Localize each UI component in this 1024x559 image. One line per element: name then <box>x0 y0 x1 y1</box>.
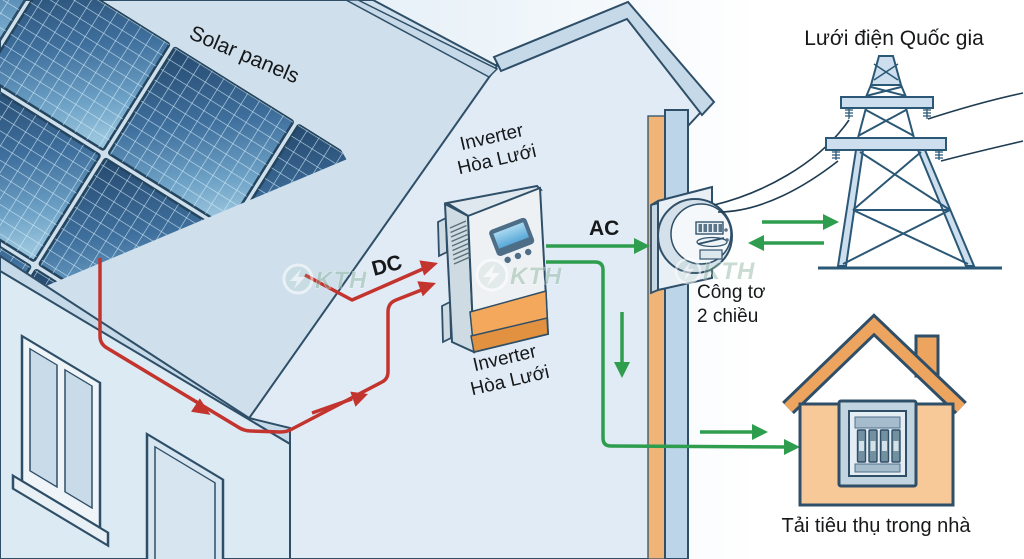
grid-wire-3 <box>927 92 1024 120</box>
dc-arrowhead-4 <box>350 391 368 407</box>
watermark-roof: KTH <box>282 263 367 295</box>
solar-panel-grid <box>108 47 294 228</box>
svg-text:KTH: KTH <box>315 267 367 294</box>
load-roof <box>784 317 965 412</box>
inverter-screen <box>493 222 529 249</box>
dc-wire-short <box>304 266 426 302</box>
inverter-button-2 <box>514 252 522 260</box>
ac-arrowhead-down <box>614 362 630 378</box>
meter-nameplate <box>699 249 723 260</box>
tower-mid-braces <box>857 107 915 139</box>
breaker-switches <box>856 429 901 463</box>
window <box>11 333 110 548</box>
watermarks: KTH KTH KTH <box>282 258 755 295</box>
transmission-tower <box>818 55 1002 270</box>
grid-wire-4 <box>940 140 1024 162</box>
meter-plate-side <box>650 199 659 295</box>
grid-wire-2 <box>717 160 839 213</box>
meter-screw-2 <box>725 238 729 242</box>
wall-corner-orange-stripe <box>647 115 666 559</box>
dc-arrow-shaft <box>311 397 353 415</box>
breaker-panel <box>837 399 918 488</box>
lightning-icon <box>681 262 694 280</box>
ac-arrowhead-from-grid <box>748 235 764 251</box>
inverter <box>437 184 550 354</box>
lightning-icon <box>290 269 305 289</box>
inverter-button-1 <box>504 256 511 264</box>
dc-arrowheads <box>191 260 438 415</box>
tower-crossarm-1 <box>840 96 934 109</box>
meter-digits <box>698 224 722 232</box>
meter-label-line2: 2 chiều <box>697 306 758 327</box>
meter-label-line1: Công tơ <box>697 282 765 303</box>
load-label: Tải tiêu thụ trong nhà <box>781 515 971 537</box>
inverter-display <box>489 217 535 264</box>
door <box>145 431 225 559</box>
meter-screw-1 <box>724 228 728 232</box>
meter-needle <box>697 237 725 245</box>
tower-crossarm-2 <box>825 137 947 151</box>
ac-arrowheads <box>614 214 839 455</box>
svg-text:KTH: KTH <box>510 263 562 290</box>
inverter-orange-lip <box>470 317 549 353</box>
ac-wiring <box>546 220 824 449</box>
dc-arrowhead-3 <box>191 398 211 415</box>
inverter-button-3 <box>524 248 532 256</box>
tower-leg-left <box>836 149 865 267</box>
solar-panel-grid <box>0 0 170 151</box>
ridge-band <box>345 0 499 78</box>
solar-panel-grid <box>0 81 101 262</box>
grid-wire-1 <box>713 119 850 206</box>
dc-wire-long <box>98 258 425 434</box>
ac-label: AC <box>589 217 619 240</box>
watermark-meter: KTH <box>674 258 755 285</box>
eave-fascia <box>0 254 291 446</box>
dc-arrowhead-2 <box>417 281 436 297</box>
tower-upper-braces <box>865 84 907 98</box>
lightning-icon <box>483 264 500 286</box>
ac-wire-to-load <box>546 260 787 449</box>
right-roof-fascia <box>492 0 716 117</box>
ac-arrowhead-to-grid <box>823 214 839 230</box>
inverter-vents <box>449 220 471 265</box>
tower-peak-braces <box>873 63 899 81</box>
dc-wiring <box>98 258 426 434</box>
ac-arrowhead-meter <box>634 238 650 254</box>
tower-lower-braces <box>842 151 969 265</box>
ac-arrowhead-load <box>784 439 800 455</box>
window-sill <box>11 473 110 548</box>
grid-label: Lưới điện Quốc gia <box>804 27 984 50</box>
svg-text:KTH: KTH <box>703 258 755 285</box>
ac-arrowhead-right <box>752 424 768 440</box>
dc-arrowhead-1 <box>419 260 438 276</box>
tower-insulators <box>832 108 943 160</box>
watermark-inverter: KTH <box>475 258 562 292</box>
wall-side-band <box>664 109 689 559</box>
household-load <box>782 313 967 507</box>
grid-wires <box>713 92 1024 213</box>
